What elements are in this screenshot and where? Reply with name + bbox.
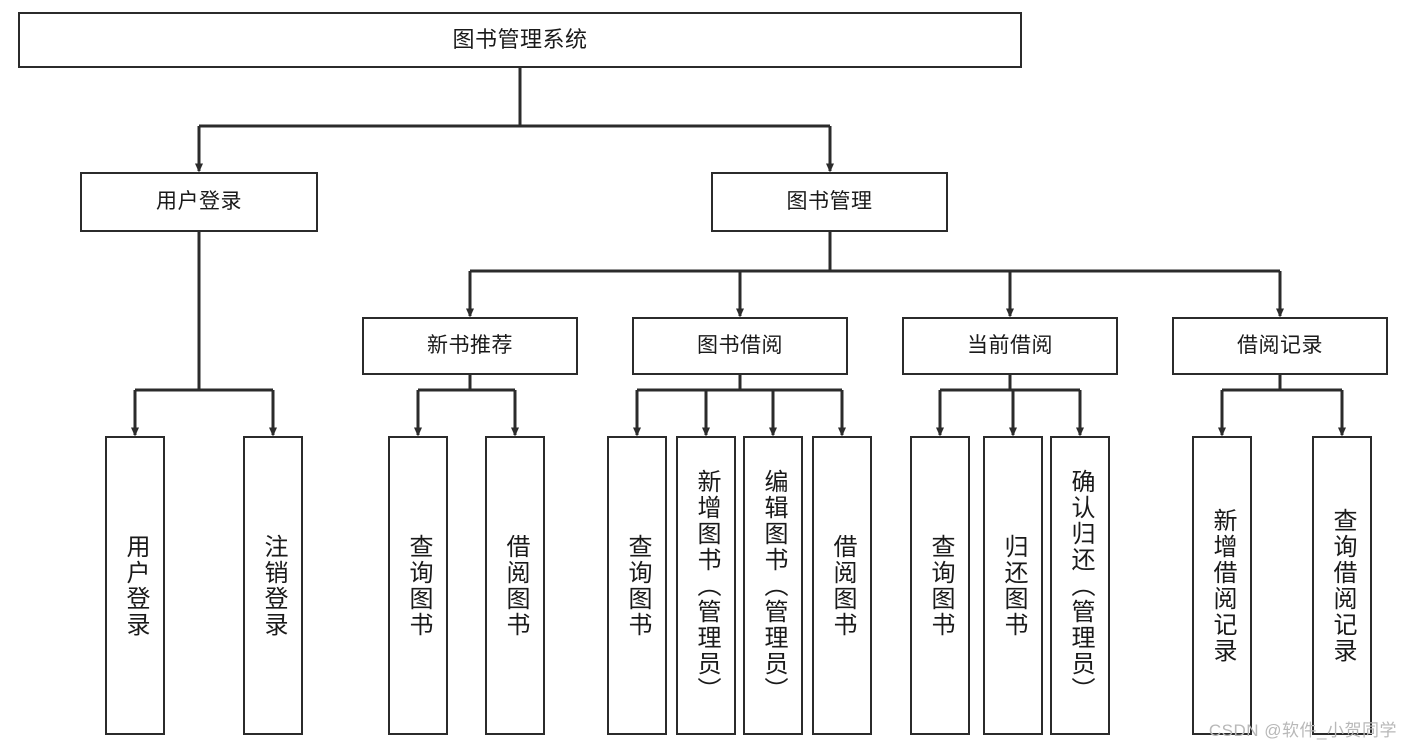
node-borrow_record-label: 借阅记录 bbox=[1237, 334, 1323, 358]
node-leaf_user_login-label: 用户登录 bbox=[122, 533, 149, 638]
node-book_borrow[interactable]: 图书借阅 bbox=[632, 317, 848, 375]
node-book_manage-label: 图书管理 bbox=[786, 190, 873, 214]
node-leaf_edit_book[interactable]: 编辑图书（管理员） bbox=[743, 436, 803, 735]
node-leaf_add_record[interactable]: 新增借阅记录 bbox=[1192, 436, 1252, 735]
node-leaf_borrow_book_rec[interactable]: 借阅图书 bbox=[485, 436, 545, 735]
node-leaf_confirm_return-label: 确认归还（管理员） bbox=[1067, 468, 1094, 703]
node-current_borrow[interactable]: 当前借阅 bbox=[902, 317, 1118, 375]
node-new_book_rec[interactable]: 新书推荐 bbox=[362, 317, 578, 375]
node-leaf_borrow_book_rec-label: 借阅图书 bbox=[502, 533, 529, 638]
node-leaf_add_book-label: 新增图书（管理员） bbox=[693, 468, 720, 703]
node-leaf_query_record[interactable]: 查询借阅记录 bbox=[1312, 436, 1372, 735]
node-current_borrow-label: 当前借阅 bbox=[967, 334, 1053, 358]
node-leaf_user_login[interactable]: 用户登录 bbox=[105, 436, 165, 735]
node-new_book_rec-label: 新书推荐 bbox=[427, 334, 513, 358]
node-leaf_query_book_cur[interactable]: 查询图书 bbox=[910, 436, 970, 735]
node-leaf_add_book[interactable]: 新增图书（管理员） bbox=[676, 436, 736, 735]
node-leaf_query_book_rec[interactable]: 查询图书 bbox=[388, 436, 448, 735]
node-leaf_query_book_brw[interactable]: 查询图书 bbox=[607, 436, 667, 735]
node-leaf_edit_book-label: 编辑图书（管理员） bbox=[760, 468, 787, 703]
node-leaf_query_book_rec-label: 查询图书 bbox=[405, 533, 432, 638]
node-leaf_return_book[interactable]: 归还图书 bbox=[983, 436, 1043, 735]
node-leaf_query_book_brw-label: 查询图书 bbox=[624, 533, 651, 638]
node-root[interactable]: 图书管理系统 bbox=[18, 12, 1022, 68]
node-leaf_user_logout-label: 注销登录 bbox=[260, 533, 287, 638]
node-root-label: 图书管理系统 bbox=[452, 26, 588, 52]
node-user_login-label: 用户登录 bbox=[156, 190, 242, 214]
node-leaf_user_logout[interactable]: 注销登录 bbox=[243, 436, 303, 735]
node-leaf_return_book-label: 归还图书 bbox=[1000, 533, 1027, 638]
node-book_manage[interactable]: 图书管理 bbox=[711, 172, 948, 232]
node-leaf_add_record-label: 新增借阅记录 bbox=[1209, 507, 1236, 664]
node-leaf_borrow_book_brw[interactable]: 借阅图书 bbox=[812, 436, 872, 735]
node-borrow_record[interactable]: 借阅记录 bbox=[1172, 317, 1388, 375]
node-leaf_query_record-label: 查询借阅记录 bbox=[1329, 507, 1356, 664]
node-book_borrow-label: 图书借阅 bbox=[697, 334, 783, 358]
node-user_login[interactable]: 用户登录 bbox=[80, 172, 318, 232]
node-leaf_borrow_book_brw-label: 借阅图书 bbox=[829, 533, 856, 638]
node-leaf_confirm_return[interactable]: 确认归还（管理员） bbox=[1050, 436, 1110, 735]
node-leaf_query_book_cur-label: 查询图书 bbox=[927, 533, 954, 638]
